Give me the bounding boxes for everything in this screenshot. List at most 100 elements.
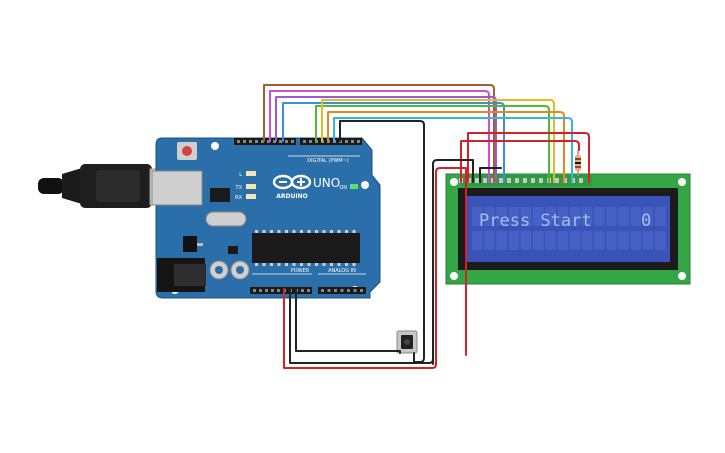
lcd-char-cell [557,207,568,226]
lcd-pin[interactable] [539,178,543,183]
lcd-pin[interactable] [475,178,479,183]
header-pin[interactable] [327,289,331,292]
header-pin[interactable] [265,289,268,292]
header-pin[interactable] [277,289,280,292]
header-pin[interactable] [340,289,344,292]
atmega-chip [252,233,360,263]
header-pin[interactable] [345,140,348,143]
lcd-char-cell [508,207,520,226]
chip-pin [330,230,333,233]
wire-lcd-vcc [467,132,590,183]
chip-pin [307,263,311,266]
chip-pin [270,263,273,266]
header-pin[interactable] [321,289,324,292]
chip-pin [277,263,281,266]
resistor[interactable] [575,150,581,176]
mounting-hole [450,178,458,186]
lcd-char-cell [618,207,629,226]
header-pin[interactable] [334,289,337,292]
lcd-char-cell [496,207,507,226]
power-label: POWER [291,268,310,274]
header-pin[interactable] [243,140,246,143]
led-l-label: L [239,172,242,178]
chip-pin [285,230,288,233]
header-pin[interactable] [253,289,256,292]
digital-header-low [300,138,362,145]
lcd-pin[interactable] [531,178,535,183]
lcd-pin[interactable] [507,178,511,183]
wire-d5b [321,99,555,183]
header-pin[interactable] [259,289,262,292]
lcd-char-cell [618,231,629,250]
led-tx [246,184,256,189]
chip-pin [345,263,348,266]
lcd-char-cell [569,231,581,250]
header-pin[interactable] [249,140,252,143]
mounting-hole [678,178,686,186]
digital-header-high [234,138,296,145]
wire-d7 [333,117,573,183]
regulator [183,236,197,252]
lcd-char-cell [606,231,617,250]
chip-pin [337,263,341,266]
pushbutton[interactable] [396,330,418,354]
lcd-char-cell [569,207,581,226]
lcd-pin[interactable] [515,178,519,183]
header-pin[interactable] [307,289,310,292]
lcd-pin[interactable] [555,178,559,183]
header-pin[interactable] [255,140,258,143]
led-tx-label: TX [235,185,243,191]
header-pin[interactable] [273,140,276,143]
chip-pin [322,230,326,233]
lcd-char-cell [533,231,544,250]
lcd-16x2-module[interactable]: Press Start 0 [445,173,691,285]
lcd-char-cell [545,231,556,250]
header-pin[interactable] [285,140,288,143]
chip-pin [270,230,273,233]
header-pin[interactable] [347,289,350,292]
lcd-pin[interactable] [523,178,527,183]
arduino-uno-board[interactable]: L TX RX ON ARDUINO UNO DIGITAL (PWM~) PO… [151,137,381,299]
lcd-char-cell [533,207,544,226]
header-pin[interactable] [267,140,270,143]
lcd-char-cell [642,231,654,250]
lcd-pin[interactable] [499,178,503,183]
header-pin[interactable] [353,289,357,292]
header-pin[interactable] [351,140,354,143]
lcd-pin[interactable] [483,178,487,183]
header-pin[interactable] [237,140,240,143]
chip-pin [300,230,303,233]
analog-in-label: ANALOG IN [328,268,356,274]
header-pin[interactable] [357,140,360,143]
header-pin[interactable] [291,140,294,143]
lcd-pin[interactable] [579,178,583,183]
lcd-char-cell [496,231,507,250]
wire-5v [283,167,467,369]
mounting-hole [450,272,458,280]
led-rx [246,194,256,199]
lcd-char-cell [594,231,605,250]
wire-lcd-rw [479,167,502,183]
lcd-char-cell [472,231,483,250]
power-header [250,287,312,294]
lcd-char-cell [581,231,593,250]
header-pin[interactable] [309,140,312,143]
chip-pin [315,230,318,233]
wire-rs [263,84,495,183]
header-pin[interactable] [261,140,264,143]
header-pin[interactable] [279,140,282,143]
header-pin[interactable] [271,289,274,292]
mounting-hole [678,272,686,280]
header-pin[interactable] [301,289,304,292]
mounting-hole [361,181,369,189]
header-pin[interactable] [360,289,363,292]
led-rx-label: RX [235,195,242,201]
lcd-char-cell [655,231,666,250]
header-pin[interactable] [303,140,306,143]
arduino-logo [272,174,312,190]
lcd-char-cell [630,207,642,226]
chip-pin [292,230,296,233]
lcd-char-cell [508,231,520,250]
chip-pin [330,263,333,266]
